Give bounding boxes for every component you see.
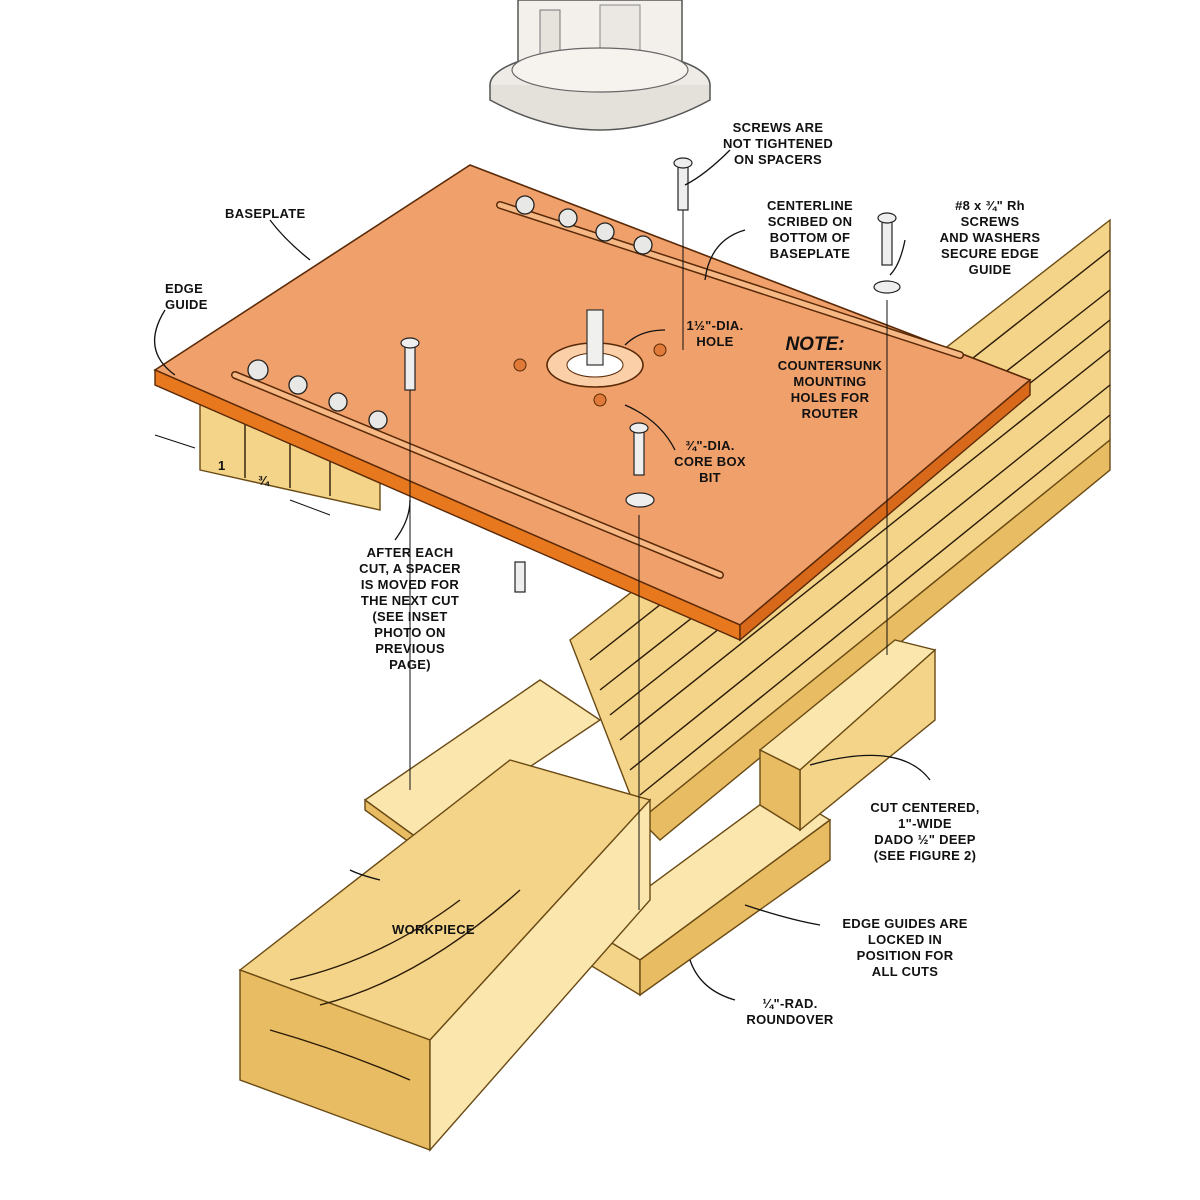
label-note: NOTE: COUNTERSUNK MOUNTING HOLES FOR ROU…: [778, 334, 883, 421]
svg-text:1: 1: [218, 458, 226, 473]
svg-text:DADO ½" DEEP: DADO ½" DEEP: [874, 832, 976, 847]
svg-text:EDGE: EDGE: [165, 281, 203, 296]
svg-text:LOCKED IN: LOCKED IN: [868, 932, 942, 947]
workpiece: [238, 759, 652, 1152]
svg-text:CENTERLINE: CENTERLINE: [767, 198, 853, 213]
label-screws-not-tightened: SCREWS ARE NOT TIGHTENED ON SPACERS: [723, 120, 833, 167]
label-core-box: ¾"-DIA. CORE BOX BIT: [674, 438, 746, 485]
assembly-lines: [409, 210, 888, 910]
svg-text:PHOTO ON: PHOTO ON: [374, 625, 446, 640]
svg-text:IS MOVED FOR: IS MOVED FOR: [361, 577, 460, 592]
svg-text:#8 x ¾" Rh: #8 x ¾" Rh: [955, 198, 1025, 213]
svg-text:ALL CUTS: ALL CUTS: [872, 964, 938, 979]
svg-text:EDGE GUIDES ARE: EDGE GUIDES ARE: [842, 916, 967, 931]
svg-text:(SEE INSET: (SEE INSET: [372, 609, 447, 624]
svg-text:BOTTOM OF: BOTTOM OF: [770, 230, 850, 245]
svg-text:1½"-DIA.: 1½"-DIA.: [687, 318, 744, 333]
svg-text:PAGE): PAGE): [389, 657, 431, 672]
baseplate: [153, 164, 1032, 642]
svg-text:POSITION FOR: POSITION FOR: [857, 948, 954, 963]
svg-text:ROUNDOVER: ROUNDOVER: [746, 1012, 834, 1027]
svg-text:¼"-RAD.: ¼"-RAD.: [762, 996, 817, 1011]
svg-text:PREVIOUS: PREVIOUS: [375, 641, 445, 656]
svg-text:HOLES FOR: HOLES FOR: [791, 390, 870, 405]
svg-text:ROUTER: ROUTER: [802, 406, 859, 421]
svg-text:ON SPACERS: ON SPACERS: [734, 152, 822, 167]
label-roundover: ¼"-RAD. ROUNDOVER: [746, 996, 834, 1027]
label-edge-guide: EDGE GUIDE: [165, 281, 208, 312]
svg-text:GUIDE: GUIDE: [969, 262, 1012, 277]
svg-text:NOTE:: NOTE:: [785, 334, 844, 355]
svg-text:CUT, A SPACER: CUT, A SPACER: [359, 561, 461, 576]
label-centerline: CENTERLINE SCRIBED ON BOTTOM OF BASEPLAT…: [767, 198, 853, 261]
svg-text:¾"-DIA.: ¾"-DIA.: [685, 438, 734, 453]
svg-text:GUIDE: GUIDE: [165, 297, 208, 312]
svg-text:MOUNTING: MOUNTING: [793, 374, 866, 389]
label-spacer-note: AFTER EACH CUT, A SPACER IS MOVED FOR TH…: [359, 545, 461, 672]
edge-guide-front: [363, 679, 832, 997]
router-icon: [489, 0, 711, 131]
leader-lines: [153, 149, 931, 1001]
svg-text:CUT CENTERED,: CUT CENTERED,: [870, 800, 979, 815]
svg-text:SCREWS ARE: SCREWS ARE: [733, 120, 824, 135]
svg-text:NOT TIGHTENED: NOT TIGHTENED: [723, 136, 833, 151]
svg-text:BIT: BIT: [699, 470, 721, 485]
svg-text:COUNTERSUNK: COUNTERSUNK: [778, 358, 883, 373]
label-workpiece: WORKPIECE: [392, 922, 475, 937]
svg-text:BASEPLATE: BASEPLATE: [770, 246, 850, 261]
svg-text:SCRIBED ON: SCRIBED ON: [768, 214, 853, 229]
svg-text:(SEE FIGURE 2): (SEE FIGURE 2): [874, 848, 976, 863]
label-baseplate: BASEPLATE: [225, 206, 305, 221]
washer-icon: [873, 280, 901, 294]
svg-text:1"-WIDE: 1"-WIDE: [898, 816, 952, 831]
label-cut-centered: CUT CENTERED, 1"-WIDE DADO ½" DEEP (SEE …: [870, 800, 979, 863]
svg-text:AFTER EACH: AFTER EACH: [367, 545, 454, 560]
svg-text:¾: ¾: [258, 473, 270, 488]
dimension-marks: 1 ¾: [154, 434, 331, 516]
svg-text:WORKPIECE: WORKPIECE: [392, 922, 475, 937]
svg-text:BASEPLATE: BASEPLATE: [225, 206, 305, 221]
svg-text:AND WASHERS: AND WASHERS: [940, 230, 1041, 245]
svg-text:SCREWS: SCREWS: [961, 214, 1020, 229]
washer-icon: [625, 492, 655, 508]
svg-text:CORE BOX: CORE BOX: [674, 454, 746, 469]
screw-icon: [247, 195, 653, 430]
label-edge-guides-locked: EDGE GUIDES ARE LOCKED IN POSITION FOR A…: [842, 916, 967, 979]
svg-text:HOLE: HOLE: [696, 334, 733, 349]
svg-text:SECURE EDGE: SECURE EDGE: [941, 246, 1039, 261]
label-rh-screws: #8 x ¾" Rh SCREWS AND WASHERS SECURE EDG…: [940, 198, 1041, 277]
edge-guide-back: [758, 639, 937, 832]
label-hole: 1½"-DIA. HOLE: [687, 318, 744, 349]
svg-text:THE NEXT CUT: THE NEXT CUT: [361, 593, 459, 608]
